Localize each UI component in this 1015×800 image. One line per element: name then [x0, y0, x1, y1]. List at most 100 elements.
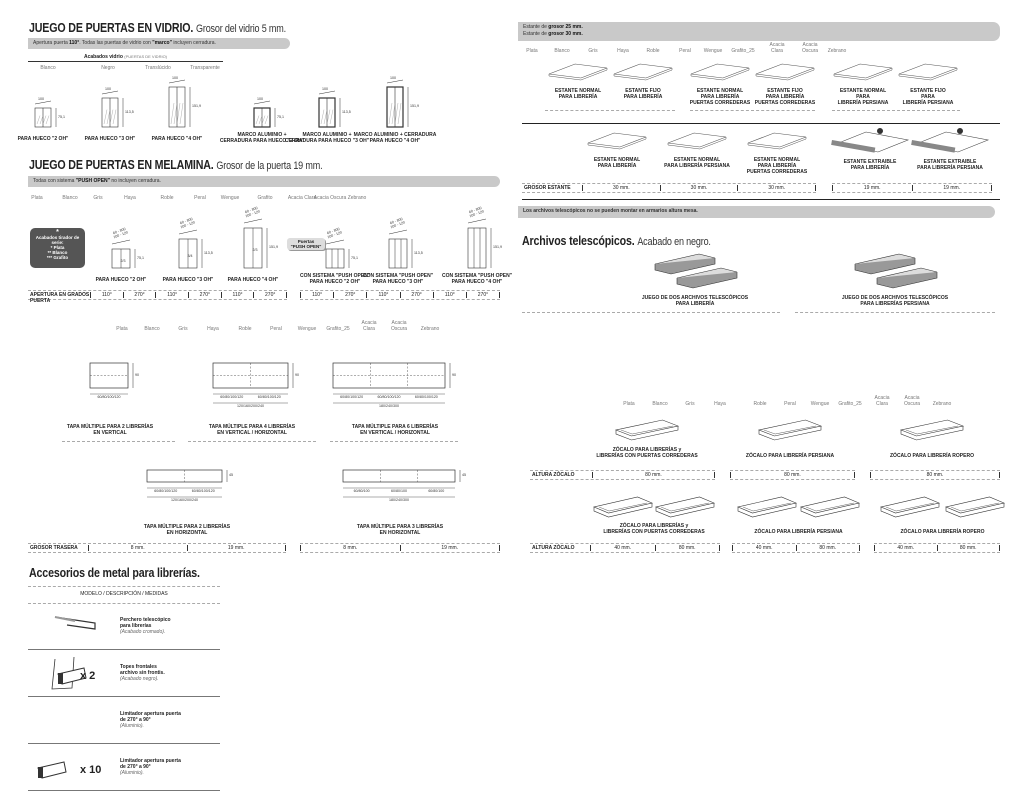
- tapa-drawing: [332, 362, 451, 404]
- finish-name: Grafito: [257, 195, 273, 201]
- table-cell: 270°: [467, 292, 501, 298]
- table-cell: 270°: [189, 292, 222, 298]
- finish-name: Blanco: [62, 195, 78, 201]
- dimension-total: 120/160/200/240: [237, 404, 264, 408]
- accessory-name: Topes frontales archivo sin frontis.: [120, 664, 165, 676]
- finish-name: Acacia Clara: [361, 320, 377, 332]
- tapa-drawing: [146, 469, 228, 498]
- info-bar-vidrio: Apertura puerta 110°. Todas las puertas …: [28, 38, 290, 49]
- glass-door-label: MARCO ALUMINIO + CERRADURA PARA HUECO "3…: [284, 132, 370, 144]
- spec-table: 80 mm.: [730, 470, 855, 480]
- dimension-part: 60/80/100/120: [377, 395, 401, 399]
- info-bar-archivos: Los archivos telescópicos no se pueden m…: [518, 206, 995, 218]
- handle-option: * Plata: [50, 245, 65, 250]
- dimension-part: 60/80/100/120: [257, 395, 281, 399]
- note-bold: grosor 30 mm.: [548, 30, 583, 37]
- dimension-width: 60 - 800 100 - 120: [326, 226, 343, 240]
- dimension-height: 75,1: [277, 114, 284, 119]
- accessory-name: Limitador apertura puerta de 270° a 90°: [120, 758, 181, 770]
- dimension-total: 180/240/300: [389, 498, 409, 502]
- door-limiter-icon: [37, 761, 67, 779]
- separator: [690, 110, 815, 111]
- accessories-header: MODELO / DESCRIPCIÓN / MEDIDAS: [80, 591, 168, 597]
- table-cell: 270°: [334, 292, 368, 298]
- tapa-drawing: [342, 469, 461, 498]
- table-cell: 110°: [367, 292, 401, 298]
- dimension-width: 100: [105, 87, 111, 91]
- shelf-label: ESTANTE FIJO PARA LIBRERÍA PERSIANA: [902, 88, 954, 106]
- melamine-door-label: PARA HUECO "3 OH": [162, 277, 214, 283]
- divider: [522, 199, 1000, 200]
- dimension-part: 60/80/100: [353, 489, 370, 493]
- finishes-heading-text: Acabados vidrio: [83, 54, 123, 60]
- dimension-total: 120/160/200/240: [171, 498, 198, 502]
- shelf-drawing: [833, 63, 893, 81]
- dimension-part: 60/80/100/120: [220, 395, 244, 399]
- tapa-label: TAPA MÚLTIPLE PARA 3 LIBRERÍAS EN HORIZO…: [356, 524, 444, 536]
- melamine-door-drawing: [467, 218, 492, 269]
- table-cell: 110°: [91, 292, 124, 298]
- melamine-door-drawing: [111, 239, 136, 269]
- finish-name: Haya: [207, 326, 219, 332]
- telescopic-file-label: JUEGO DE DOS ARCHIVOS TELESCÓPICOS PARA …: [641, 295, 749, 307]
- plinth-frame-drawing: [655, 496, 715, 518]
- finish-name: Grafito_25: [731, 48, 755, 54]
- shelf-label: ESTANTE EXTRAIBLE PARA LIBRERÍA: [843, 159, 897, 171]
- finish-name: Acacia Oscura: [313, 195, 347, 201]
- table-cell: 19 mm.: [913, 185, 992, 191]
- separator: [28, 586, 220, 587]
- shelf-label: ESTANTE NORMAL PARA LIBRERÍA: [593, 157, 641, 169]
- melamine-door-label: CON SISTEMA "PUSH OPEN" PARA HUECO "3 OH…: [363, 273, 434, 285]
- melamine-door-label: PARA HUECO "2 OH": [95, 277, 147, 283]
- dimension-height: 45: [462, 473, 466, 477]
- finish-name: Acacia Clara: [287, 195, 317, 201]
- plinth-frame-drawing: [800, 496, 860, 518]
- separator: [832, 110, 960, 111]
- shelf-drawing: [898, 63, 958, 81]
- table-header: ALTURA ZÓCALO: [530, 472, 593, 478]
- tapa-drawing: [89, 362, 134, 395]
- plinth-frame-drawing: [737, 496, 797, 518]
- handle-finish-box: *Acabados tirador de serie:* Plata** Bla…: [30, 228, 85, 268]
- dimension-height: 151,9: [192, 104, 201, 108]
- shelf-drawing: [613, 63, 673, 81]
- shelf-label: ESTANTE NORMAL PARA LIBRERÍA PUERTAS COR…: [689, 88, 751, 106]
- note-line: Estante de grosor 25 mm.: [523, 24, 995, 31]
- finish-name: Peral: [194, 195, 206, 201]
- dimension-height: 90: [295, 372, 299, 377]
- finish-name: Peral: [679, 48, 691, 54]
- plinth-drawing: [757, 419, 823, 441]
- note: Estante de: [523, 30, 549, 37]
- finish-name: Gris: [178, 326, 188, 332]
- table-cell: 80 mm.: [593, 472, 715, 478]
- melamine-door-drawing: [325, 239, 350, 269]
- table-cell: 30 mm.: [738, 185, 817, 191]
- spec-table: 80 mm.: [870, 470, 1000, 480]
- spec-table: 8 mm.19 mm.: [300, 543, 500, 553]
- dimension-total: 180/240/300: [379, 404, 399, 408]
- spec-table: 40 mm.80 mm.: [874, 543, 1000, 553]
- spec-table: 110°270°110°270°110°270°: [300, 290, 501, 300]
- plinth-label: ZÓCALO PARA LIBRERÍA PERSIANA: [745, 453, 835, 459]
- dimension-height: 151,9: [269, 245, 278, 249]
- handle-mark: 2/3: [252, 248, 258, 252]
- plinth-frame-drawing: [945, 496, 1005, 518]
- finishes-heading: Acabados vidrio (PUERTAS DE VIDRIO): [28, 54, 223, 62]
- divider: [522, 123, 1000, 124]
- shelf-drawing: [548, 63, 608, 81]
- dimension-height: 113,5: [414, 250, 423, 255]
- quantity: x 2: [80, 670, 96, 682]
- dimension-part: 60/80/100: [428, 489, 445, 493]
- melamine-door-label: CON SISTEMA "PUSH OPEN" PARA HUECO "4 OH…: [442, 273, 513, 285]
- pullout-shelf-drawing: [911, 128, 990, 153]
- spec-table: 19 mm.19 mm.: [832, 183, 992, 193]
- finish-name: Peral: [270, 326, 282, 332]
- melamine-door-drawing: [178, 229, 203, 269]
- plinth-drawing: [614, 419, 680, 441]
- note: incluyen cerradura.: [171, 40, 216, 46]
- table-cell: 19 mm.: [401, 545, 500, 551]
- table-cell: 110°: [156, 292, 190, 298]
- finish-name: Gris: [685, 401, 695, 407]
